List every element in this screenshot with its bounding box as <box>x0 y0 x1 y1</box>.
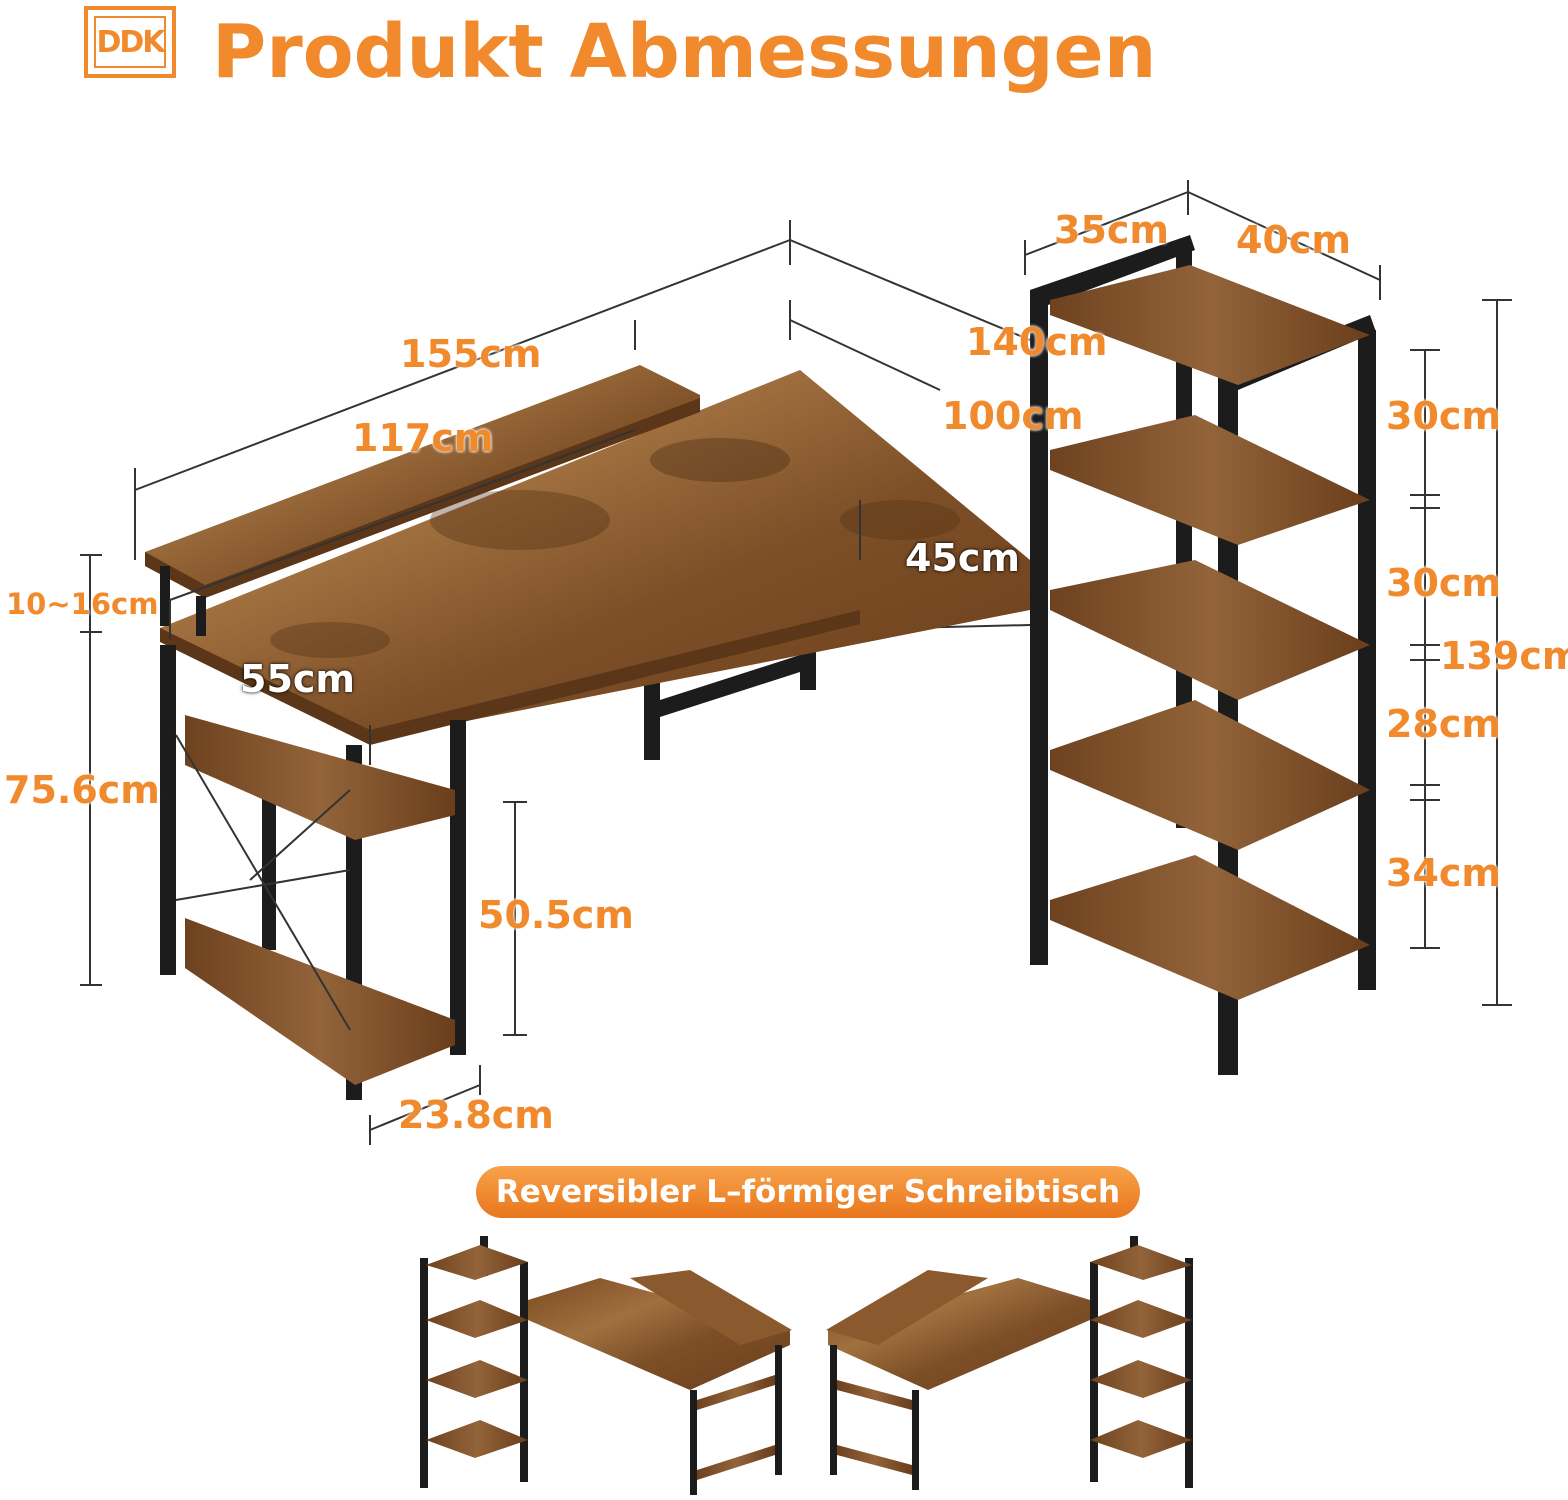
bookshelf <box>1030 235 1376 1075</box>
dim-shelf-gap-3: 28cm <box>1386 702 1502 746</box>
dim-desk-side-length-total: 140cm <box>966 320 1108 364</box>
reversible-desk-badge: Reversibler L–förmiger Schreibtisch <box>476 1166 1140 1218</box>
dim-shelf-gap-2: 30cm <box>1386 561 1502 605</box>
dim-bookshelf-depth: 35cm <box>1054 208 1170 252</box>
dim-desk-side-depth: 45cm <box>905 536 1021 580</box>
dim-desk-height: 75.6cm <box>4 768 160 812</box>
dim-shelf-unit-height: 50.5cm <box>478 893 634 937</box>
dim-desk-depth: 55cm <box>240 657 356 701</box>
dim-desk-total-width: 155cm <box>400 332 542 376</box>
reversible-left-illustration <box>420 1236 792 1495</box>
dim-desk-top-width: 117cm <box>352 416 494 460</box>
dim-bookshelf-height: 139cm <box>1440 634 1568 678</box>
dim-shelf-gap-1: 30cm <box>1386 394 1502 438</box>
brand-logo: DDK <box>84 6 176 78</box>
l-desk <box>145 365 1031 1100</box>
brand-logo-text: DDK <box>96 24 165 60</box>
dim-shelf-unit-width: 23.8cm <box>398 1093 554 1137</box>
dimension-lines <box>80 180 1512 1145</box>
dim-riser-height: 10~16cm <box>6 587 159 621</box>
dim-shelf-gap-4: 34cm <box>1386 851 1502 895</box>
dim-desk-side-length: 100cm <box>942 394 1084 438</box>
reversible-right-illustration <box>826 1236 1193 1490</box>
page-title: Produkt Abmessungen <box>212 9 1157 95</box>
dim-bookshelf-width: 40cm <box>1236 218 1352 262</box>
